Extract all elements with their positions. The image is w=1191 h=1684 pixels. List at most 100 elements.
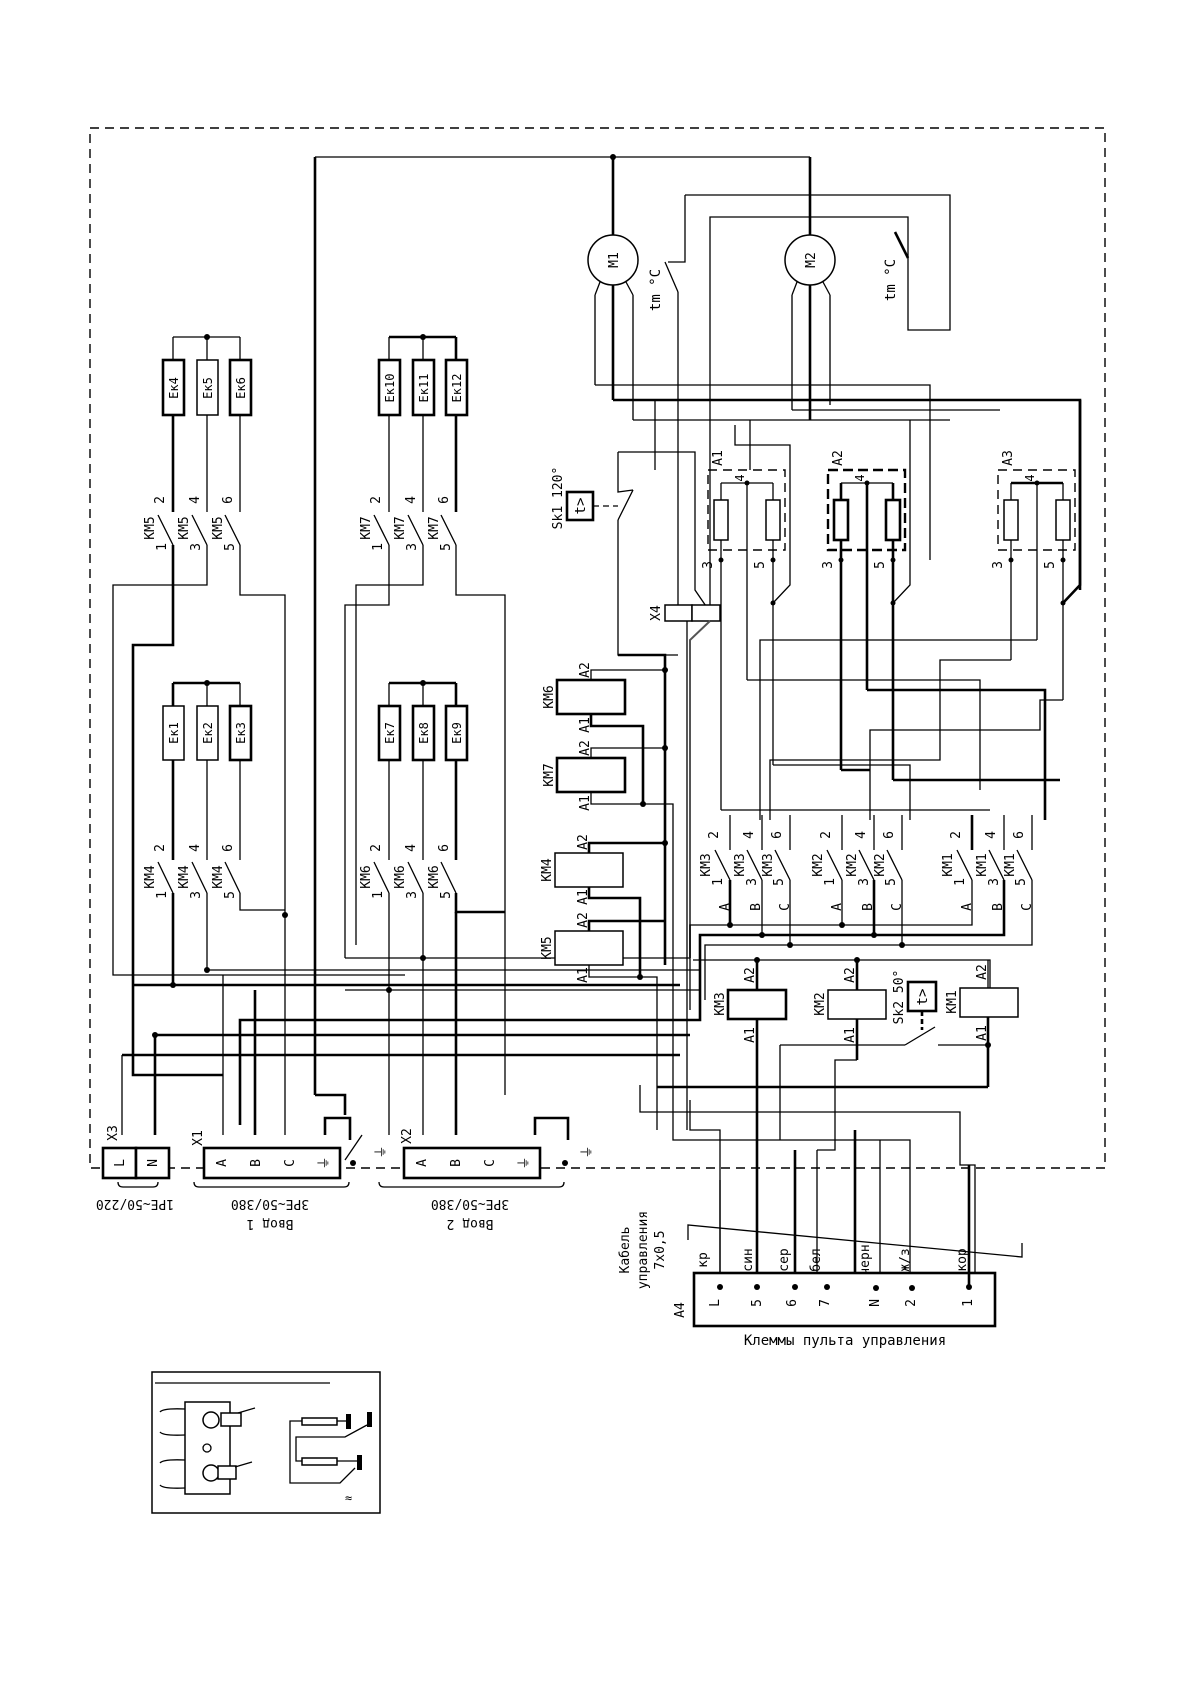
heater-group-ek4-6: Eк4 Eк5 Eк6 2 4 6 KM5 KM5 KM5 1 3 5 xyxy=(112,334,405,1077)
thermostat-sk1: t> Sk1 120° X4 xyxy=(551,451,721,1130)
pin-label: 2 xyxy=(153,496,168,504)
bolt-icon xyxy=(202,1464,220,1482)
pin-label: 4 xyxy=(742,831,757,839)
control-cable: Кабель управления 7x0,5 кр син сер бел ч… xyxy=(618,1180,1023,1289)
pin-label: 5 xyxy=(223,891,238,899)
resistor-icon xyxy=(301,1417,338,1426)
connector-x4-left xyxy=(664,604,693,622)
pin-label: 4 xyxy=(188,496,203,504)
pin-label: 6 xyxy=(785,1299,800,1307)
pin-label: 3 xyxy=(857,878,872,886)
coil-km3 xyxy=(726,988,788,1021)
coil-km5-label: KM5 xyxy=(540,936,555,959)
pin-label: 5 xyxy=(884,878,899,886)
contactor-label: KM1 xyxy=(975,853,990,876)
motor-section: M1 tm °C M2 tm °C xyxy=(313,154,1082,1095)
control-terminal-a4: A4 L 5 6 7 N 2 1 Клеммы пульта управлени… xyxy=(673,1165,997,1349)
enclosure-boundary xyxy=(89,127,1106,1169)
coil-km1-label: KM1 xyxy=(945,990,960,1013)
terminal-a4-label: A4 xyxy=(673,1302,688,1318)
heater-ek2-label: Eк2 xyxy=(201,722,215,744)
pin-label: L xyxy=(113,1159,128,1167)
pin-label: 3 xyxy=(987,878,1002,886)
phase-label: A xyxy=(960,903,975,911)
cable-label-3: 7x0,5 xyxy=(653,1230,668,1269)
pin-label: 3 xyxy=(405,543,420,551)
heater-block-a1-label: A1 xyxy=(711,450,726,466)
pin-label: L xyxy=(708,1299,723,1307)
heater-ek11-label: Eк11 xyxy=(417,374,431,403)
ground-icon: ⏚ xyxy=(517,1156,532,1169)
contactor-label: KM7 xyxy=(359,516,374,539)
pin-label: 2 xyxy=(369,844,384,852)
pin-label: B xyxy=(449,1159,464,1167)
pin-label: B xyxy=(249,1159,264,1167)
cable-label-2: управления xyxy=(636,1211,651,1289)
contactor-label: KM6 xyxy=(393,865,408,888)
terminal-a4-box xyxy=(692,1271,997,1328)
pin-label: 6 xyxy=(1012,831,1027,839)
motor-m1-thermal-label: tm °C xyxy=(648,269,664,311)
contactor-label: KM7 xyxy=(427,516,442,539)
wire-color-label: ж/з xyxy=(898,1248,913,1271)
contactor-label: KM1 xyxy=(941,853,956,876)
heater-group-ek7-9: Eк7 Eк8 Eк9 2 4 6 KM6 KM6 KM6 1 3 5 xyxy=(345,680,700,993)
pin-label: 5 xyxy=(439,543,454,551)
pin-label: 2 xyxy=(904,1299,919,1307)
pin-label: 3 xyxy=(189,891,204,899)
pin-label: 2 xyxy=(949,831,964,839)
pin-label: 6 xyxy=(882,831,897,839)
coil-km4-label: KM4 xyxy=(540,858,555,882)
contactor-label: KM3 xyxy=(699,853,714,876)
terminal-x1: A B C ⏚ X1 3PE~50/380 Ввод 1 ⏚ xyxy=(191,1130,389,1231)
phase-label: B xyxy=(991,903,1006,911)
pin-label: 3 xyxy=(405,891,420,899)
terminal-x3-caption: 1PE~50/220 xyxy=(96,1196,174,1211)
pin-label: 4 xyxy=(854,831,869,839)
heater-ek1-label: Eк1 xyxy=(167,722,181,744)
phase-label: C xyxy=(890,903,905,911)
contactor-label: KM6 xyxy=(427,865,442,888)
x4-label: X4 xyxy=(649,605,664,621)
heater-a3-r1 xyxy=(1003,499,1019,541)
pin-label: 1 xyxy=(371,543,386,551)
pin-label: 5 xyxy=(1043,561,1058,569)
pin-label: A xyxy=(215,1159,230,1167)
inset-illustration: ≈ xyxy=(151,1371,381,1514)
wire-color-label: черн xyxy=(858,1244,873,1275)
contactor-label: KM2 xyxy=(811,853,826,876)
phase-label: C xyxy=(778,903,793,911)
coils-bottom: KM3 A2 A1 KM2 A2 A1 t> Sk2 50° KM1 A2 A1 xyxy=(639,957,1019,1290)
sk1-symbol: t> xyxy=(573,498,589,515)
pin-label: A2 xyxy=(578,740,593,756)
pin-label: 1 xyxy=(371,891,386,899)
pin-label: C xyxy=(283,1159,298,1167)
pin-label: 6 xyxy=(221,496,236,504)
sk1-label: Sk1 120° xyxy=(551,467,566,530)
heater-a1-r1 xyxy=(713,499,729,541)
coil-km2 xyxy=(827,989,887,1020)
pin-label: 4 xyxy=(404,496,419,504)
heater-block-a2-label: A2 xyxy=(831,450,846,466)
terminal-x2-caption2: Ввод 2 xyxy=(447,1216,494,1231)
heater-a3-r2 xyxy=(1055,499,1071,541)
coil-km6-label: KM6 xyxy=(542,685,557,708)
contactor-label: KM4 xyxy=(177,865,192,889)
pin-label: A1 xyxy=(576,889,591,905)
contactor-label: KM3 xyxy=(761,853,776,876)
pin-label: 4 xyxy=(984,831,999,839)
pin-label: 2 xyxy=(707,831,722,839)
terminal-x1-label: X1 xyxy=(191,1130,206,1146)
pin-label: 5 xyxy=(873,561,888,569)
contactor-label: KM5 xyxy=(211,516,226,539)
heater-a1-r2 xyxy=(765,499,781,541)
coil-km6 xyxy=(555,678,627,716)
pin-label: 5 xyxy=(772,878,787,886)
pin-label: A2 xyxy=(843,967,858,983)
pin-label: 2 xyxy=(819,831,834,839)
motor-m2-thermal-label: tm °C xyxy=(883,259,899,301)
contactor-label: KM7 xyxy=(393,516,408,539)
pin-label: 1 xyxy=(953,878,968,886)
pin-label: 3 xyxy=(991,561,1006,569)
